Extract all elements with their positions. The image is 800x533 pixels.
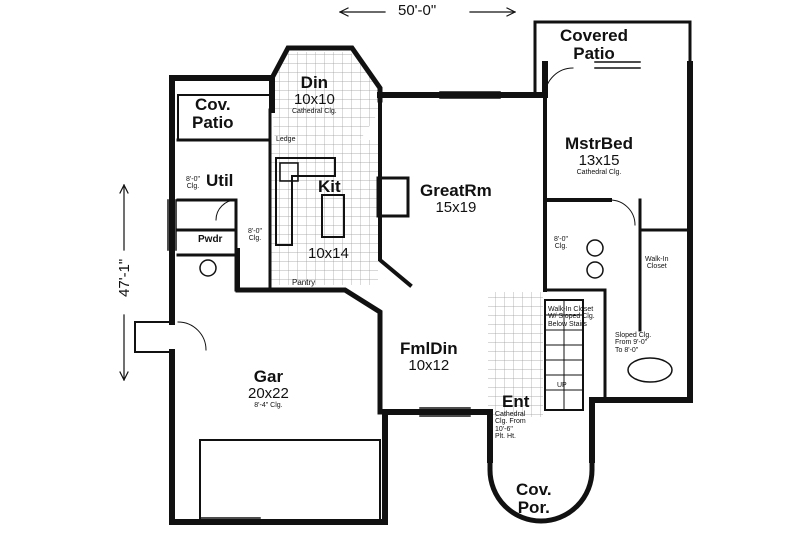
covered-porch-line2: Por. [517,497,550,517]
kitchen-tile-floor [270,140,378,285]
formal-dining-size: 10x12 [408,356,450,374]
interior-wall [176,108,272,292]
exterior-wall [169,61,693,525]
stair-closet-line3: Below Stairs [548,320,587,328]
width-dimension-label: 50'-0" [398,2,437,19]
kitchen-ceiling-note: 8'-0" Clg. [248,228,262,243]
kitchen-name: Kit [318,177,341,196]
dining-bay-wall [268,45,383,103]
bathtub [627,357,673,383]
door-swing [544,67,574,96]
master-bedroom-size: 13x15 [578,151,620,169]
dining-size: 10x10 [293,90,335,108]
covered-patio-label: Covered Patio [560,27,628,63]
powder-room-label: Pwdr [198,234,223,245]
master-bedroom-note: Cathedral Clg. [576,168,622,176]
cov-patio-line2: Patio [192,112,234,132]
sloped-ceiling-note: Sloped Clg. From 9'-0" To 8'-0" [615,332,651,354]
dining-name: Din [300,73,329,92]
cov-patio-line1: Cov. [194,95,231,114]
garage-walls [134,321,173,353]
covered-patio-line2: Patio [573,43,615,63]
ledge-label: Ledge [276,136,296,143]
entry-note-line3: 10'-6" [495,425,513,433]
depth-dimension-label: 47'-1" [116,258,134,297]
entry-tile-floor [488,292,543,417]
great-room-size: 15x19 [435,198,477,216]
garage-interior-wall [235,287,383,415]
garage-size: 20x22 [248,384,289,402]
walk-in-closet-label: Walk-In Closet [645,256,668,271]
stair-up-label: UP [557,382,567,389]
covered-patio-line1: Covered [560,26,629,45]
utility-room-label: Util [206,171,234,190]
formal-dining-name: FmlDin [400,339,458,358]
kitchen-counter [275,157,336,246]
dining-note: Cathedral Clg. [292,107,337,115]
utility-ceiling-note: 8'-0" Clg. [186,176,200,191]
entry-note-line2: Clg. From [495,418,526,426]
great-room-name: GreatRm [420,181,492,200]
cov-patio-label: Cov. Patio [192,96,234,132]
stair-closet-line1: Walk-In Closet [548,306,594,313]
fireplace [376,176,410,218]
window [439,91,501,99]
entry-note: Cathedral Clg. From 10'-6" Plt. Ht. [495,411,526,440]
master-bedroom-name: MstrBed [565,134,634,153]
walk-in-closet-line2: Closet [646,263,667,271]
garage-name: Gar [253,367,284,386]
bath-ceiling-note: 8'-0" Clg. [554,236,568,251]
covered-porch-line1: Cov. [516,480,552,499]
entry-note-line1: Cathedral [495,411,526,418]
garage-label: Gar 20x22 8'-4" Clg. [248,368,289,409]
entry-name: Ent [502,392,530,411]
covered-patio-wall [533,20,692,97]
garage-door [199,439,381,523]
stair-closet-line2: W/ Sloped Clg. [548,313,595,321]
formal-dining-label: FmlDin 10x12 [400,340,458,374]
covered-porch-label: Cov. Por. [516,481,552,517]
entry-note-line4: Plt. Ht. [495,433,517,441]
covered-porch [487,457,595,524]
great-room-label: GreatRm 15x19 [420,182,492,216]
master-bedroom-label: MstrBed 13x15 Cathedral Clg. [565,135,633,176]
sloped-line2: From 9'-0" [615,339,648,347]
sloped-line1: Sloped Clg. [615,332,652,339]
sloped-line3: To 8'-0" [615,346,639,354]
stair-closet-label: Walk-In Closet W/ Sloped Clg. Below Stai… [548,306,595,328]
kitchen-island [321,194,345,238]
garage-ceiling-note: 8'-4" Clg. [254,401,283,409]
pantry-label: Pantry [292,278,316,287]
dining-room-label: Din 10x10 Cathedral Clg. [292,74,337,115]
kitchen-size: 10x14 [308,245,349,262]
toilet [199,259,217,277]
dining-tile-floor [272,52,380,140]
walk-in-closet-line1: Walk-In [645,256,669,263]
